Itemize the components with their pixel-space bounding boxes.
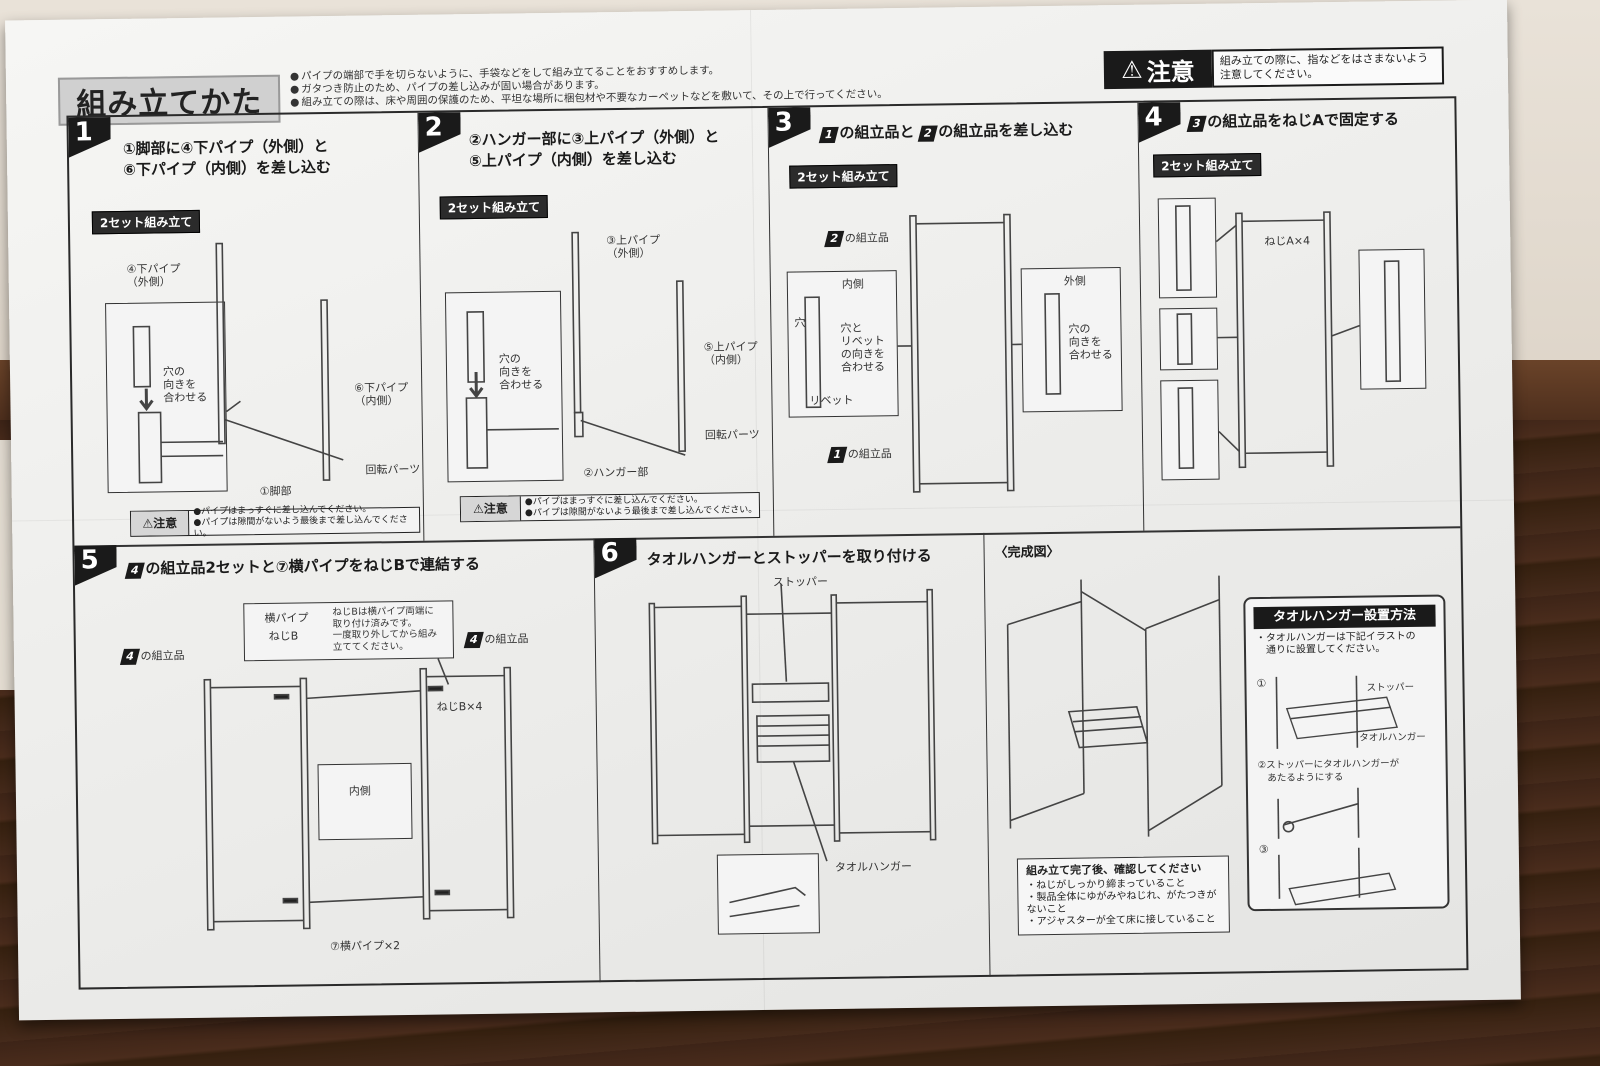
caution-line: パイプは隙間がないよう最後まで差し込んでください。 bbox=[193, 514, 419, 539]
warning-triangle-icon: ⚠ bbox=[1120, 55, 1143, 84]
caution-badge: ⚠ 注意 bbox=[1103, 49, 1213, 90]
step-2-illustration bbox=[465, 231, 686, 469]
step-2-caution: ⚠注意 パイプはまっすぐに差し込んでください。 パイプは隙間がないよう最後まで差… bbox=[459, 492, 761, 523]
steps-frame: 1 ①脚部に④下パイプ（外側）と ⑥下パイプ（内側）を差し込む 2セット組み立て… bbox=[66, 96, 1469, 990]
caution-line: パイプは隙間がないよう最後まで差し込んでください。 bbox=[525, 505, 757, 519]
step-2-panel: 2 ②ハンガー部に③上パイプ（外側）と ⑤上パイプ（内側）を差し込む 2セット組… bbox=[418, 107, 775, 541]
completion-checklist: 組み立て完了後、確認してください ・ねじがしっかり締まっていること ・製品全体に… bbox=[1016, 855, 1230, 936]
howto-illustration bbox=[1275, 675, 1399, 906]
step-3-illustration bbox=[804, 213, 1062, 493]
step-6-panel: 6 タオルハンガーとストッパーを取り付ける ストッパー タオルハンガー bbox=[594, 532, 991, 983]
step-6-illustration bbox=[648, 583, 937, 918]
completed-panel: 〈完成図〉 組み立て完了後、確認してください ・ねじがしっかり締まっていること … bbox=[984, 526, 1466, 977]
step-1-illustration bbox=[132, 242, 344, 484]
step-1-panel: 1 ①脚部に④下パイプ（外側）と ⑥下パイプ（内側）を差し込む 2セット組み立て… bbox=[68, 112, 425, 546]
caution-text: 組み立ての際に、指などをはさまないよう注意してください。 bbox=[1211, 46, 1445, 88]
caution-head: ⚠注意 bbox=[460, 496, 522, 522]
instruction-sheet: 組み立てかた パイプの端部で手を切らないように、手袋などをして組み立てることをお… bbox=[5, 0, 1521, 1021]
checklist-item: ・アジャスターが全て床に接していること bbox=[1026, 913, 1216, 928]
header-notes: パイプの端部で手を切らないように、手袋などをして組み立てることをおすすめします。… bbox=[290, 61, 990, 110]
step-1-caution: ⚠注意 パイプはまっすぐに差し込んでください。 パイプは隙間がないよう最後まで差… bbox=[129, 504, 421, 539]
step-5-illustration bbox=[203, 658, 515, 931]
towel-hanger-howto: タオルハンガー設置方法 ・タオルハンガーは下記イラストの 通りに設置してください… bbox=[1243, 594, 1450, 912]
caution-head: ⚠注意 bbox=[130, 510, 190, 536]
step-4-illustration bbox=[1174, 205, 1402, 469]
checklist-title: 組み立て完了後、確認してください bbox=[1025, 861, 1202, 878]
completed-illustration bbox=[1006, 575, 1223, 837]
caution-label: 注意 bbox=[1146, 57, 1195, 87]
checklist-item: ・製品全体にゆがみやねじれ、がたつきがないこと bbox=[1026, 889, 1217, 916]
